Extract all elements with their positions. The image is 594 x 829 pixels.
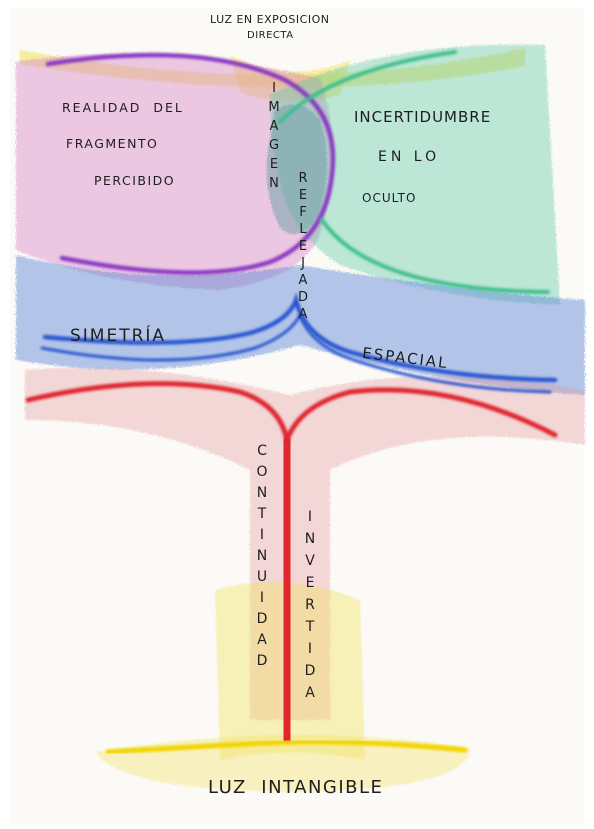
vertical-letter: E	[269, 157, 279, 172]
vertical-letter: I	[259, 590, 265, 606]
vertical-letter: I	[307, 509, 313, 525]
vertical-letter: I	[259, 527, 265, 543]
red-spread-region	[25, 367, 585, 720]
right-label-line1: INCERTIDUMBRE	[354, 108, 492, 126]
vertical-letter: V	[305, 553, 315, 569]
vertical-letter: N	[304, 531, 316, 547]
vertical-letter: D	[297, 290, 308, 305]
vertical-letter: D	[256, 611, 268, 627]
teal-curve	[278, 50, 550, 294]
right-label-line3: OCULTO	[362, 191, 417, 205]
vertical-letter: O	[256, 464, 268, 480]
pink-left-region	[16, 53, 333, 290]
vertical-letter: E	[305, 575, 315, 591]
vertical-letter: J	[301, 256, 305, 271]
right-label-line2: EN LO	[378, 149, 441, 165]
violet-lens-curve	[45, 52, 336, 275]
left-label-line2: FRAGMENTO	[66, 136, 159, 151]
top-label-line1: LUZ EN EXPOSICION	[210, 13, 330, 26]
left-label-line3: PERCIBIDO	[94, 173, 176, 188]
vertical-letter: A	[298, 307, 308, 322]
vertical-letter: A	[305, 685, 315, 701]
vertical-letter: N	[256, 485, 268, 501]
vertical-letter: N	[256, 548, 268, 564]
blue-symmetry-curves	[40, 292, 558, 394]
vertical-letter: G	[268, 138, 280, 153]
lens-overlap-region	[266, 104, 328, 235]
vertical-letter: D	[304, 663, 316, 679]
vertical-letter: I	[307, 641, 313, 657]
simetria-label: SIMETRÍA	[70, 326, 167, 346]
vertical-letter: A	[269, 119, 279, 134]
vertical-letter: U	[256, 569, 268, 585]
vertical-letter: C	[257, 443, 267, 459]
vertical-letter: T	[305, 619, 315, 635]
vertical-letter: R	[305, 597, 315, 613]
vertical-letter: A	[257, 632, 267, 648]
top-label-line2: DIRECTA	[247, 30, 294, 41]
vertical-letter: A	[298, 273, 308, 288]
vertical-letter: E	[298, 239, 308, 254]
vertical-letter: E	[298, 188, 308, 203]
vertical-letter: I	[272, 81, 276, 96]
left-label-line1: REALIDAD DEL	[62, 100, 184, 115]
vertical-letter: T	[257, 506, 267, 522]
vertical-letter: F	[299, 205, 307, 220]
vertical-letter: L	[299, 222, 307, 237]
vertical-letter: N	[269, 176, 279, 191]
bottom-label: LUZ INTANGIBLE	[208, 777, 384, 798]
red-tree-curve	[25, 381, 558, 745]
vertical-letter: R	[298, 171, 308, 186]
vertical-letter: D	[256, 653, 268, 669]
yellow-base-curve	[105, 739, 468, 755]
vertical-letter: M	[268, 100, 280, 115]
